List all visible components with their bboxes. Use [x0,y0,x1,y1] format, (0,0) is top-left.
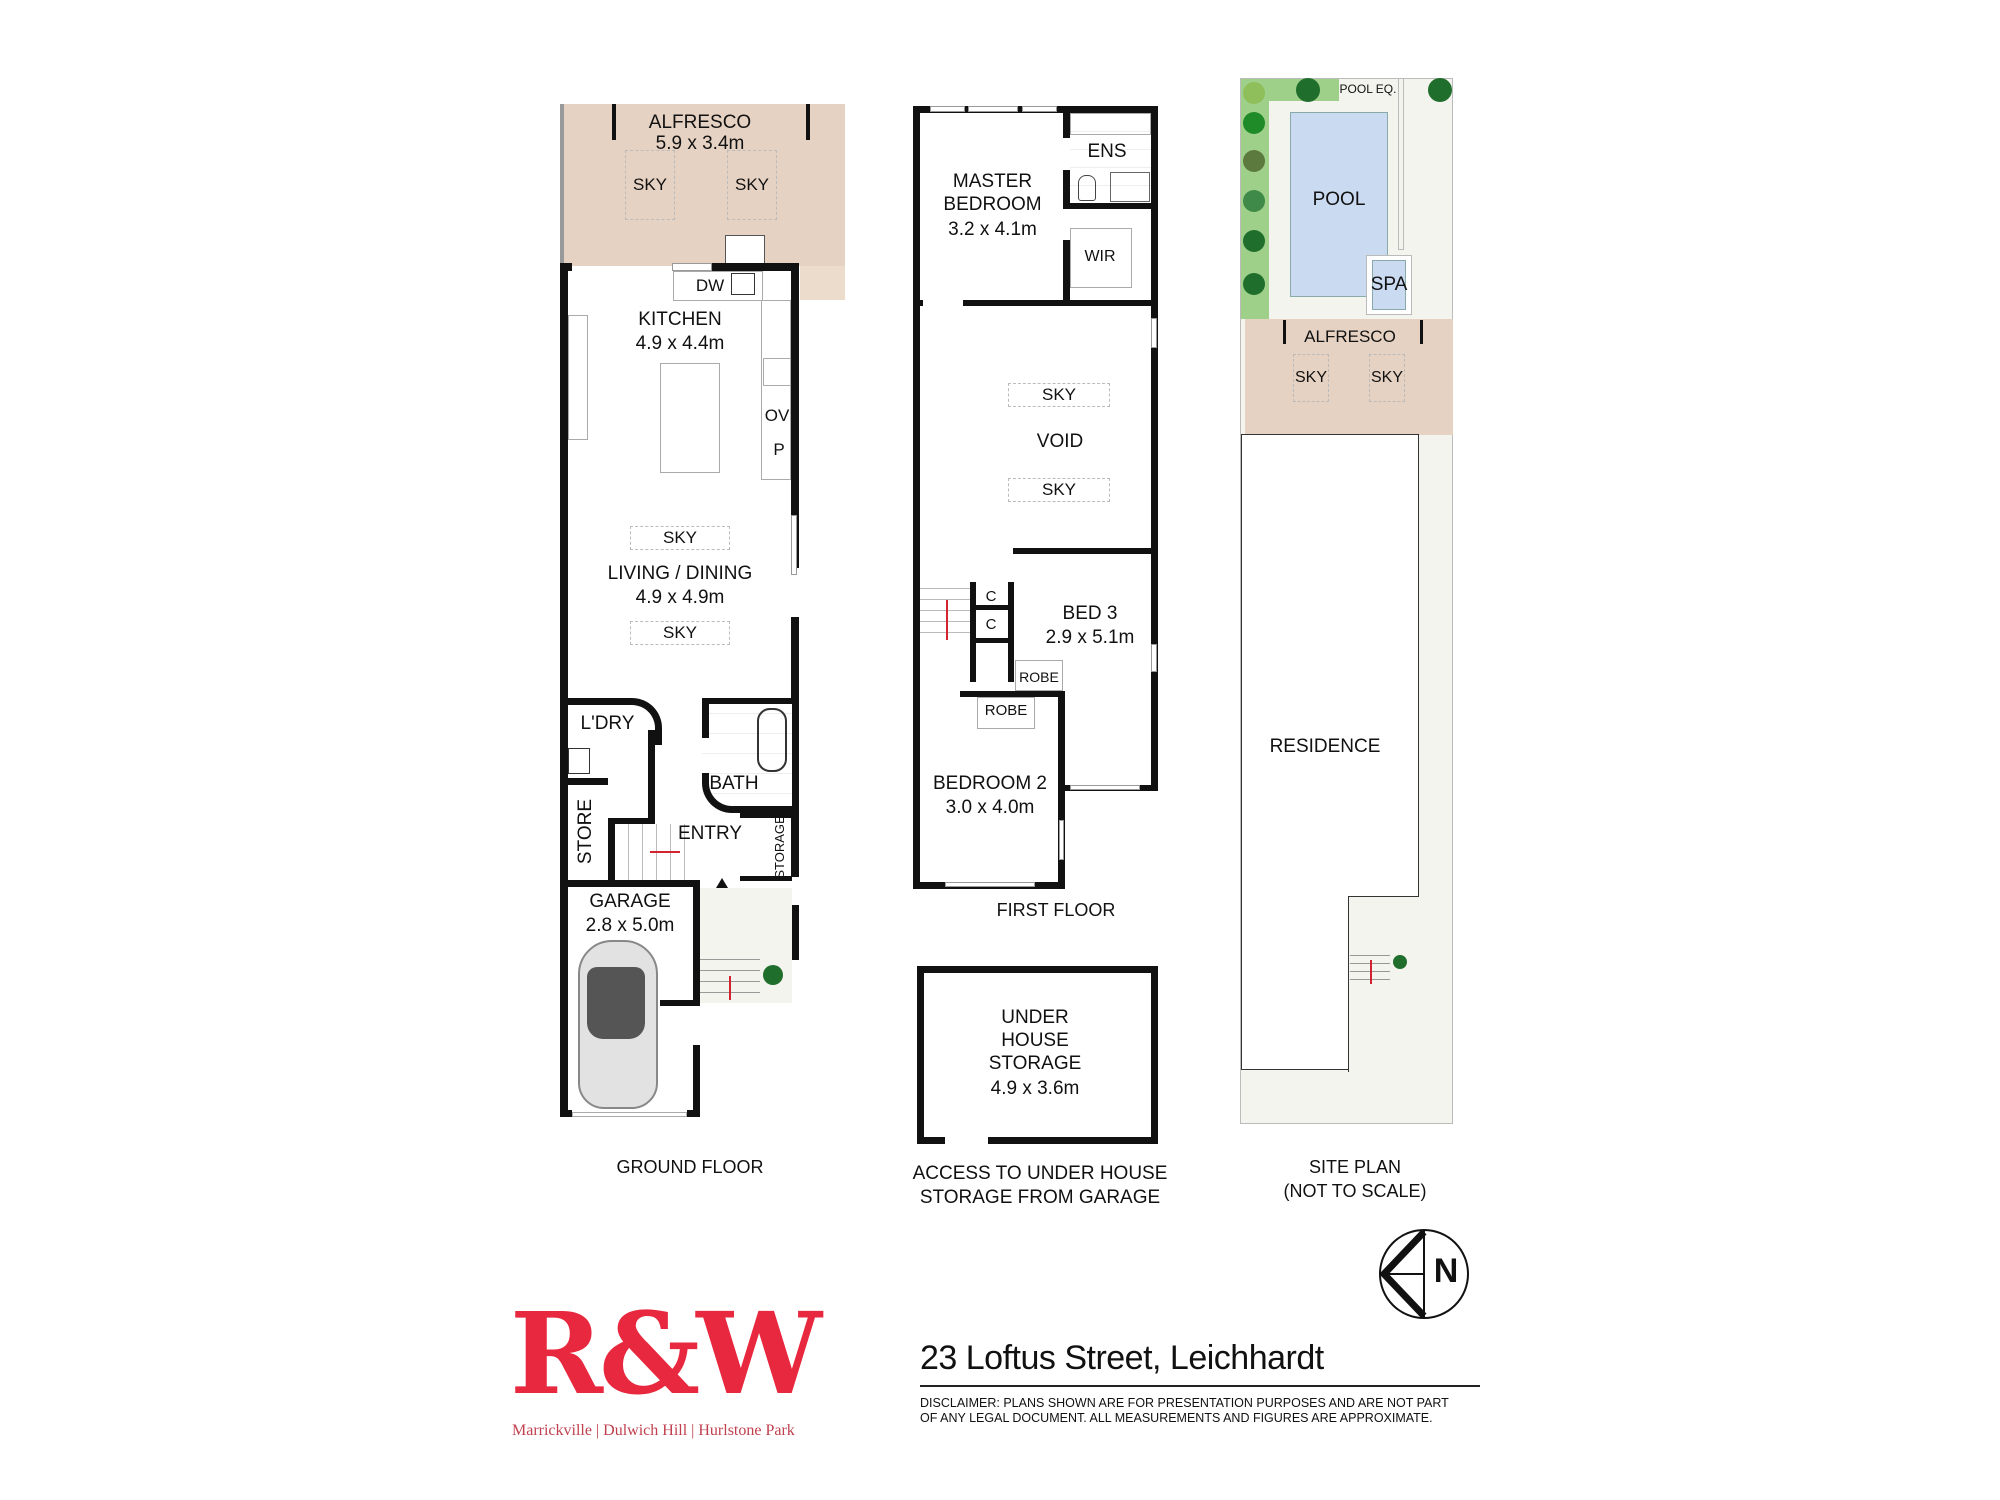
laundry-label: L'DRY [580,713,635,734]
bedroom2-dims: 3.0 x 4.0m [945,797,1035,818]
kitchen-label: KITCHEN [638,309,722,330]
pool-equipment-label: POOL EQ. [1339,82,1397,96]
stair-arrow-icon [946,600,948,640]
plant-icon [1243,82,1265,104]
brand-offices: Marrickville | Dulwich Hill | Hurlstone … [512,1422,795,1439]
spa-label: SPA [1370,274,1408,295]
plant-icon [1243,112,1265,134]
storage-label: STORAGE [772,815,787,879]
site-plan-caption: SITE PLAN (NOT TO SCALE) [1283,1157,1427,1201]
gf-wall-left [560,266,568,1116]
car-icon [578,940,658,1109]
void-label: VOID [1036,431,1084,452]
robe-bed3 [1015,660,1063,691]
oven-label: OV [764,406,790,425]
void-skylight-2: SKY [1008,478,1110,502]
entry-label: ENTRY [677,823,743,844]
pantry-label: P [773,440,785,459]
dishwasher-label: DW [695,276,725,295]
garage-door [572,1112,687,1117]
gf-wall-right [791,263,799,568]
robe-bed2-label: ROBE [984,702,1028,719]
kitchen-wall-unit [568,315,588,440]
alfresco-skylight-1: SKY [625,150,675,220]
shrub-icon [763,965,783,985]
front-door-arrow-icon [716,878,728,888]
master-bedroom-label: MASTER BEDROOM [943,171,1042,215]
tree-icon [1296,78,1320,102]
under-house-storage-label: UNDER HOUSE STORAGE [988,1007,1082,1074]
toilet-icon [1078,175,1096,201]
shower [1110,172,1150,202]
plant-icon [1243,190,1265,212]
site-alfresco [1245,319,1453,435]
ensuite-vanity [1070,113,1151,135]
brand-logo: R&W [510,1289,822,1420]
living-dining-label: LIVING / DINING [607,563,753,584]
void-skylight-1: SKY [1008,383,1110,407]
laundry-tub [568,748,590,774]
shrub-icon [1393,955,1407,969]
alfresco-deck [560,104,845,266]
alfresco-skylight-2: SKY [727,150,777,220]
site-alfresco-label: ALFRESCO [1304,327,1396,346]
first-floor-caption: FIRST FLOOR [996,900,1116,920]
disclaimer: DISCLAIMER: PLANS SHOWN ARE FOR PRESENTA… [920,1396,1449,1425]
cupboard-1-label: C [985,588,997,605]
ff-wall-left [913,106,920,889]
robe-bed3-label: ROBE [1019,669,1059,685]
bathtub [757,708,787,772]
wir-label: WIR [1084,248,1116,265]
living-skylight-1: SKY [630,526,730,550]
garage-dims: 2.8 x 5.0m [585,915,675,936]
tree-icon [1428,78,1452,102]
living-dining-dims: 4.9 x 4.9m [635,587,725,608]
bath-label: BATH [709,773,759,794]
kitchen-sink [731,273,755,295]
ground-floor-caption: GROUND FLOOR [616,1157,764,1177]
bed3-label: BED 3 [1062,603,1118,624]
bedroom2-label: BEDROOM 2 [932,773,1048,794]
alfresco-dims: 5.9 x 3.4m [655,133,745,154]
robe-bed2 [977,697,1035,729]
alfresco-bbq-sink [725,235,765,265]
kitchen-dims: 4.9 x 4.4m [635,333,725,354]
plant-icon [1243,230,1265,252]
garage-wall-top [560,880,700,887]
kitchen-bench-side [761,300,791,480]
site-skylight-1: SKY [1293,354,1329,402]
site-skylight-2: SKY [1369,354,1405,402]
living-skylight-2: SKY [630,621,730,645]
residence-label: RESIDENCE [1269,736,1381,757]
under-house-caption: ACCESS TO UNDER HOUSE STORAGE FROM GARAG… [912,1163,1168,1208]
alfresco-label: ALFRESCO [648,112,752,133]
ensuite-label: ENS [1087,141,1127,162]
cupboard-2-label: C [985,616,997,633]
master-bedroom-dims: 3.2 x 4.1m [948,219,1037,240]
stair-arrow-icon [729,976,731,1000]
address-divider [920,1385,1480,1387]
under-house-storage-dims: 4.9 x 3.6m [990,1078,1080,1099]
wir-robe [1070,228,1132,288]
garage-label: GARAGE [589,891,671,912]
kitchen-bench-top [673,271,763,301]
property-address: 23 Loftus Street, Leichhardt [920,1339,1324,1377]
pool-label: POOL [1312,189,1366,210]
bed3-dims: 2.9 x 5.1m [1045,627,1135,648]
cooktop [763,358,791,386]
north-arrow-icon: N [1378,1228,1470,1320]
store-label: STORE [575,798,596,865]
north-letter: N [1433,1252,1459,1290]
ff-wall-right [1151,106,1158,790]
gf-wall-top [560,263,572,271]
kitchen-island [660,363,720,473]
plant-icon [1243,273,1265,295]
plant-icon [1243,150,1265,172]
alfresco-steps [800,266,845,300]
